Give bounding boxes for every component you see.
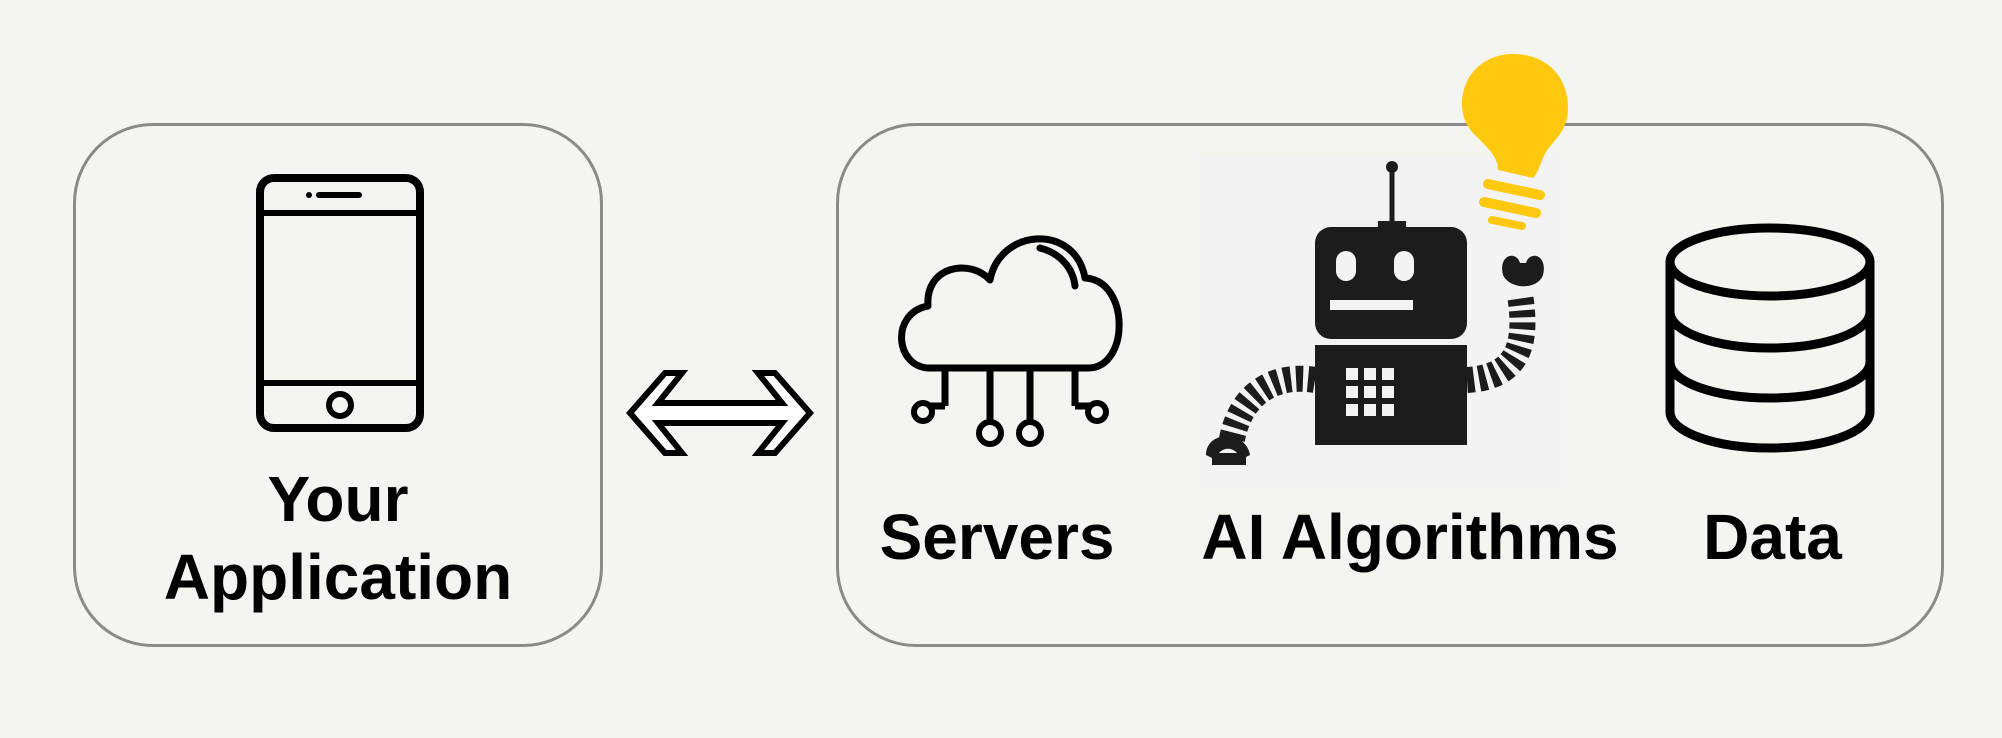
robot-icon — [1206, 161, 1544, 465]
servers-label: Servers — [879, 501, 1115, 573]
application-label-line2: Application — [163, 541, 513, 613]
double-arrow-icon — [626, 370, 814, 456]
data-label: Data — [1703, 501, 1842, 573]
application-label-line1: Your — [267, 463, 409, 535]
cloud-network-icon — [898, 235, 1123, 447]
application-label: Your Application — [73, 460, 603, 616]
application-box — [73, 123, 603, 647]
backend-box — [836, 123, 1944, 647]
ai-algorithms-label: AI Algorithms — [1201, 501, 1619, 573]
database-icon — [1665, 223, 1875, 453]
lightbulb-icon — [1462, 54, 1568, 230]
smartphone-icon — [256, 174, 424, 432]
